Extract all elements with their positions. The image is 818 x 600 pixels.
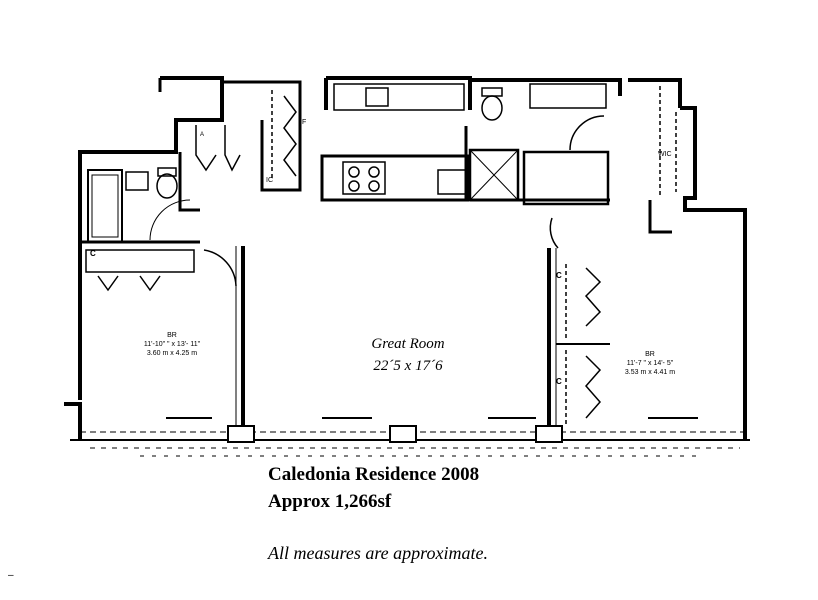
bathroom-right xyxy=(464,83,610,249)
approx-area: Approx 1,266sf xyxy=(268,491,392,512)
room-labels: Great Room 22´5 x 17´6 BR 11'-10" " x 13… xyxy=(90,119,675,386)
stray-mark: – xyxy=(8,570,14,581)
kitchen xyxy=(320,83,470,202)
bedroom-right-metric: 3.53 m x 4.41 m xyxy=(625,369,675,376)
closet-label-a: A xyxy=(200,132,204,138)
bedroom-left-name: BR xyxy=(167,332,177,339)
closet-label-f: F xyxy=(302,119,306,126)
floor-plan: Great Room 22´5 x 17´6 BR 11'-10" " x 13… xyxy=(64,76,750,457)
great-room-dims: 22´5 x 17´6 xyxy=(373,358,443,374)
closet-label-c3: C xyxy=(556,377,562,386)
bedroom-right-imperial: 11'-7 " x 14'- 5" xyxy=(627,360,674,367)
residence-title: Caledonia Residence 2008 xyxy=(268,464,480,485)
outer-walls xyxy=(64,76,750,457)
closets-right xyxy=(556,86,677,425)
bedroom-right-name: BR xyxy=(645,351,655,358)
bedroom-left-imperial: 11'-10" " x 13'- 11" xyxy=(144,341,201,348)
closet-label-c1: C xyxy=(90,249,96,258)
measures-note: All measures are approximate. xyxy=(268,543,488,563)
bathroom-left xyxy=(80,152,200,244)
bedroom-left-metric: 3.60 m x 4.25 m xyxy=(147,350,197,357)
closet-label-c2: C xyxy=(556,271,562,280)
closets-left xyxy=(85,90,297,292)
great-room-name: Great Room xyxy=(371,336,444,352)
closet-label-wic: WIC xyxy=(658,151,672,158)
closet-label-ic: IC xyxy=(266,177,273,184)
window-markers xyxy=(166,417,698,443)
